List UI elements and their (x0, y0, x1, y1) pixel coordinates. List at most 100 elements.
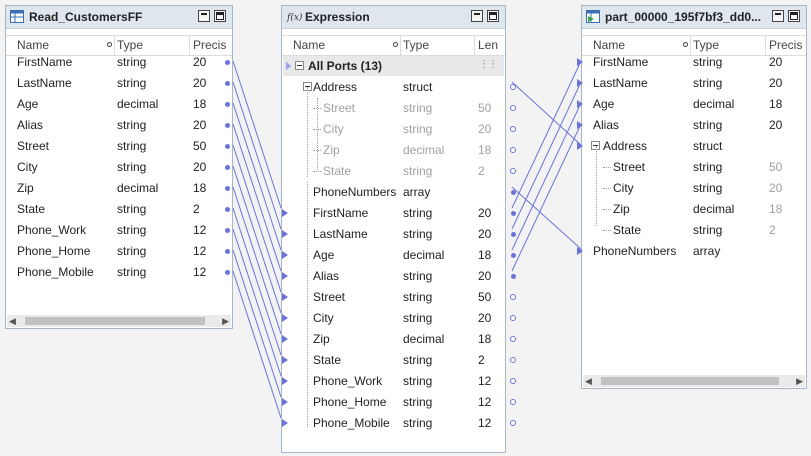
input-port-icon[interactable] (282, 398, 288, 406)
scroll-right-icon[interactable]: ▶ (222, 316, 229, 326)
output-port-icon[interactable] (510, 399, 516, 405)
scrollbar-thumb[interactable] (601, 377, 779, 385)
output-port-icon[interactable] (510, 168, 516, 174)
col-type-header[interactable]: Type (117, 38, 144, 52)
all-ports-group-row[interactable]: All Ports (13) ⋮⋮ (283, 56, 504, 76)
output-port-icon[interactable] (510, 294, 516, 300)
column-divider[interactable] (189, 36, 190, 55)
col-name-header[interactable]: Name (17, 38, 50, 52)
col-length-header[interactable]: Len (478, 38, 499, 52)
input-port-icon[interactable] (282, 251, 288, 259)
expand-arrow-icon[interactable] (286, 62, 291, 70)
output-port-icon[interactable] (225, 270, 230, 275)
input-port-icon[interactable] (282, 209, 288, 217)
output-port-icon[interactable] (511, 274, 516, 279)
input-port-icon[interactable] (282, 356, 288, 364)
output-port-icon[interactable] (510, 105, 516, 111)
column-divider[interactable] (400, 36, 401, 55)
scroll-right-icon[interactable]: ▶ (796, 376, 803, 386)
input-port-icon[interactable] (577, 142, 583, 150)
minimize-button[interactable] (471, 10, 483, 22)
input-port-icon[interactable] (577, 247, 583, 255)
output-port-icon[interactable] (510, 378, 516, 384)
output-port-icon[interactable] (225, 60, 230, 65)
output-port-icon[interactable] (510, 336, 516, 342)
input-port-icon[interactable] (282, 272, 288, 280)
output-port-icon[interactable] (225, 144, 230, 149)
expression-panel[interactable]: f(x) Expression Name Type Len All Ports … (281, 5, 516, 453)
target-panel-part-00000[interactable]: part_00000_195f7bf3_dd0... Name Type Pre… (577, 5, 807, 389)
col-name-header[interactable]: Name (593, 38, 626, 52)
column-divider[interactable] (474, 36, 475, 55)
input-port-icon[interactable] (282, 335, 288, 343)
col-precision-header[interactable]: Precis (193, 38, 227, 52)
output-port-icon[interactable] (510, 315, 516, 321)
column-divider[interactable] (114, 36, 115, 55)
column-divider[interactable] (765, 36, 766, 55)
output-port-icon[interactable] (510, 126, 516, 132)
output-port-icon[interactable] (510, 357, 516, 363)
scroll-left-icon[interactable]: ◀ (585, 376, 592, 386)
col-type-header[interactable]: Type (693, 38, 720, 52)
input-port-icon[interactable] (282, 314, 288, 322)
maximize-button[interactable] (487, 10, 499, 22)
input-port-icon[interactable] (282, 419, 288, 427)
output-port-icon[interactable] (225, 102, 230, 107)
col-type-header[interactable]: Type (403, 38, 430, 52)
output-port-icon[interactable] (511, 211, 516, 216)
horizontal-scrollbar[interactable]: ◀ ▶ (7, 315, 231, 327)
source-panel-titlebar[interactable]: Read_CustomersFF (6, 6, 232, 29)
target-panel-titlebar[interactable]: part_00000_195f7bf3_dd0... (582, 6, 806, 29)
output-port-icon[interactable] (225, 123, 230, 128)
output-port-icon[interactable] (225, 81, 230, 86)
maximize-button[interactable] (214, 10, 226, 22)
horizontal-scrollbar[interactable]: ◀ ▶ (583, 375, 805, 387)
col-precision-header[interactable]: Precis (769, 38, 803, 52)
output-port-icon[interactable] (510, 420, 516, 426)
input-port-icon[interactable] (282, 377, 288, 385)
col-name-header[interactable]: Name (293, 38, 326, 52)
collapse-icon[interactable] (591, 141, 600, 150)
scrollbar-thumb[interactable] (25, 317, 205, 325)
output-port-icon[interactable] (511, 232, 516, 237)
scroll-left-icon[interactable]: ◀ (9, 316, 16, 326)
output-port-icon[interactable] (510, 147, 516, 153)
output-port-icon[interactable] (510, 84, 516, 90)
source-panel-read-customersff[interactable]: Read_CustomersFF Name Type Precis FirstN… (5, 5, 233, 329)
output-port-icon[interactable] (225, 207, 230, 212)
output-port-icon[interactable] (225, 186, 230, 191)
maximize-button[interactable] (788, 10, 800, 22)
input-port-icon[interactable] (282, 230, 288, 238)
output-port-icon[interactable] (511, 253, 516, 258)
output-port-icon[interactable] (225, 165, 230, 170)
expression-panel-titlebar[interactable]: f(x) Expression (282, 6, 505, 29)
